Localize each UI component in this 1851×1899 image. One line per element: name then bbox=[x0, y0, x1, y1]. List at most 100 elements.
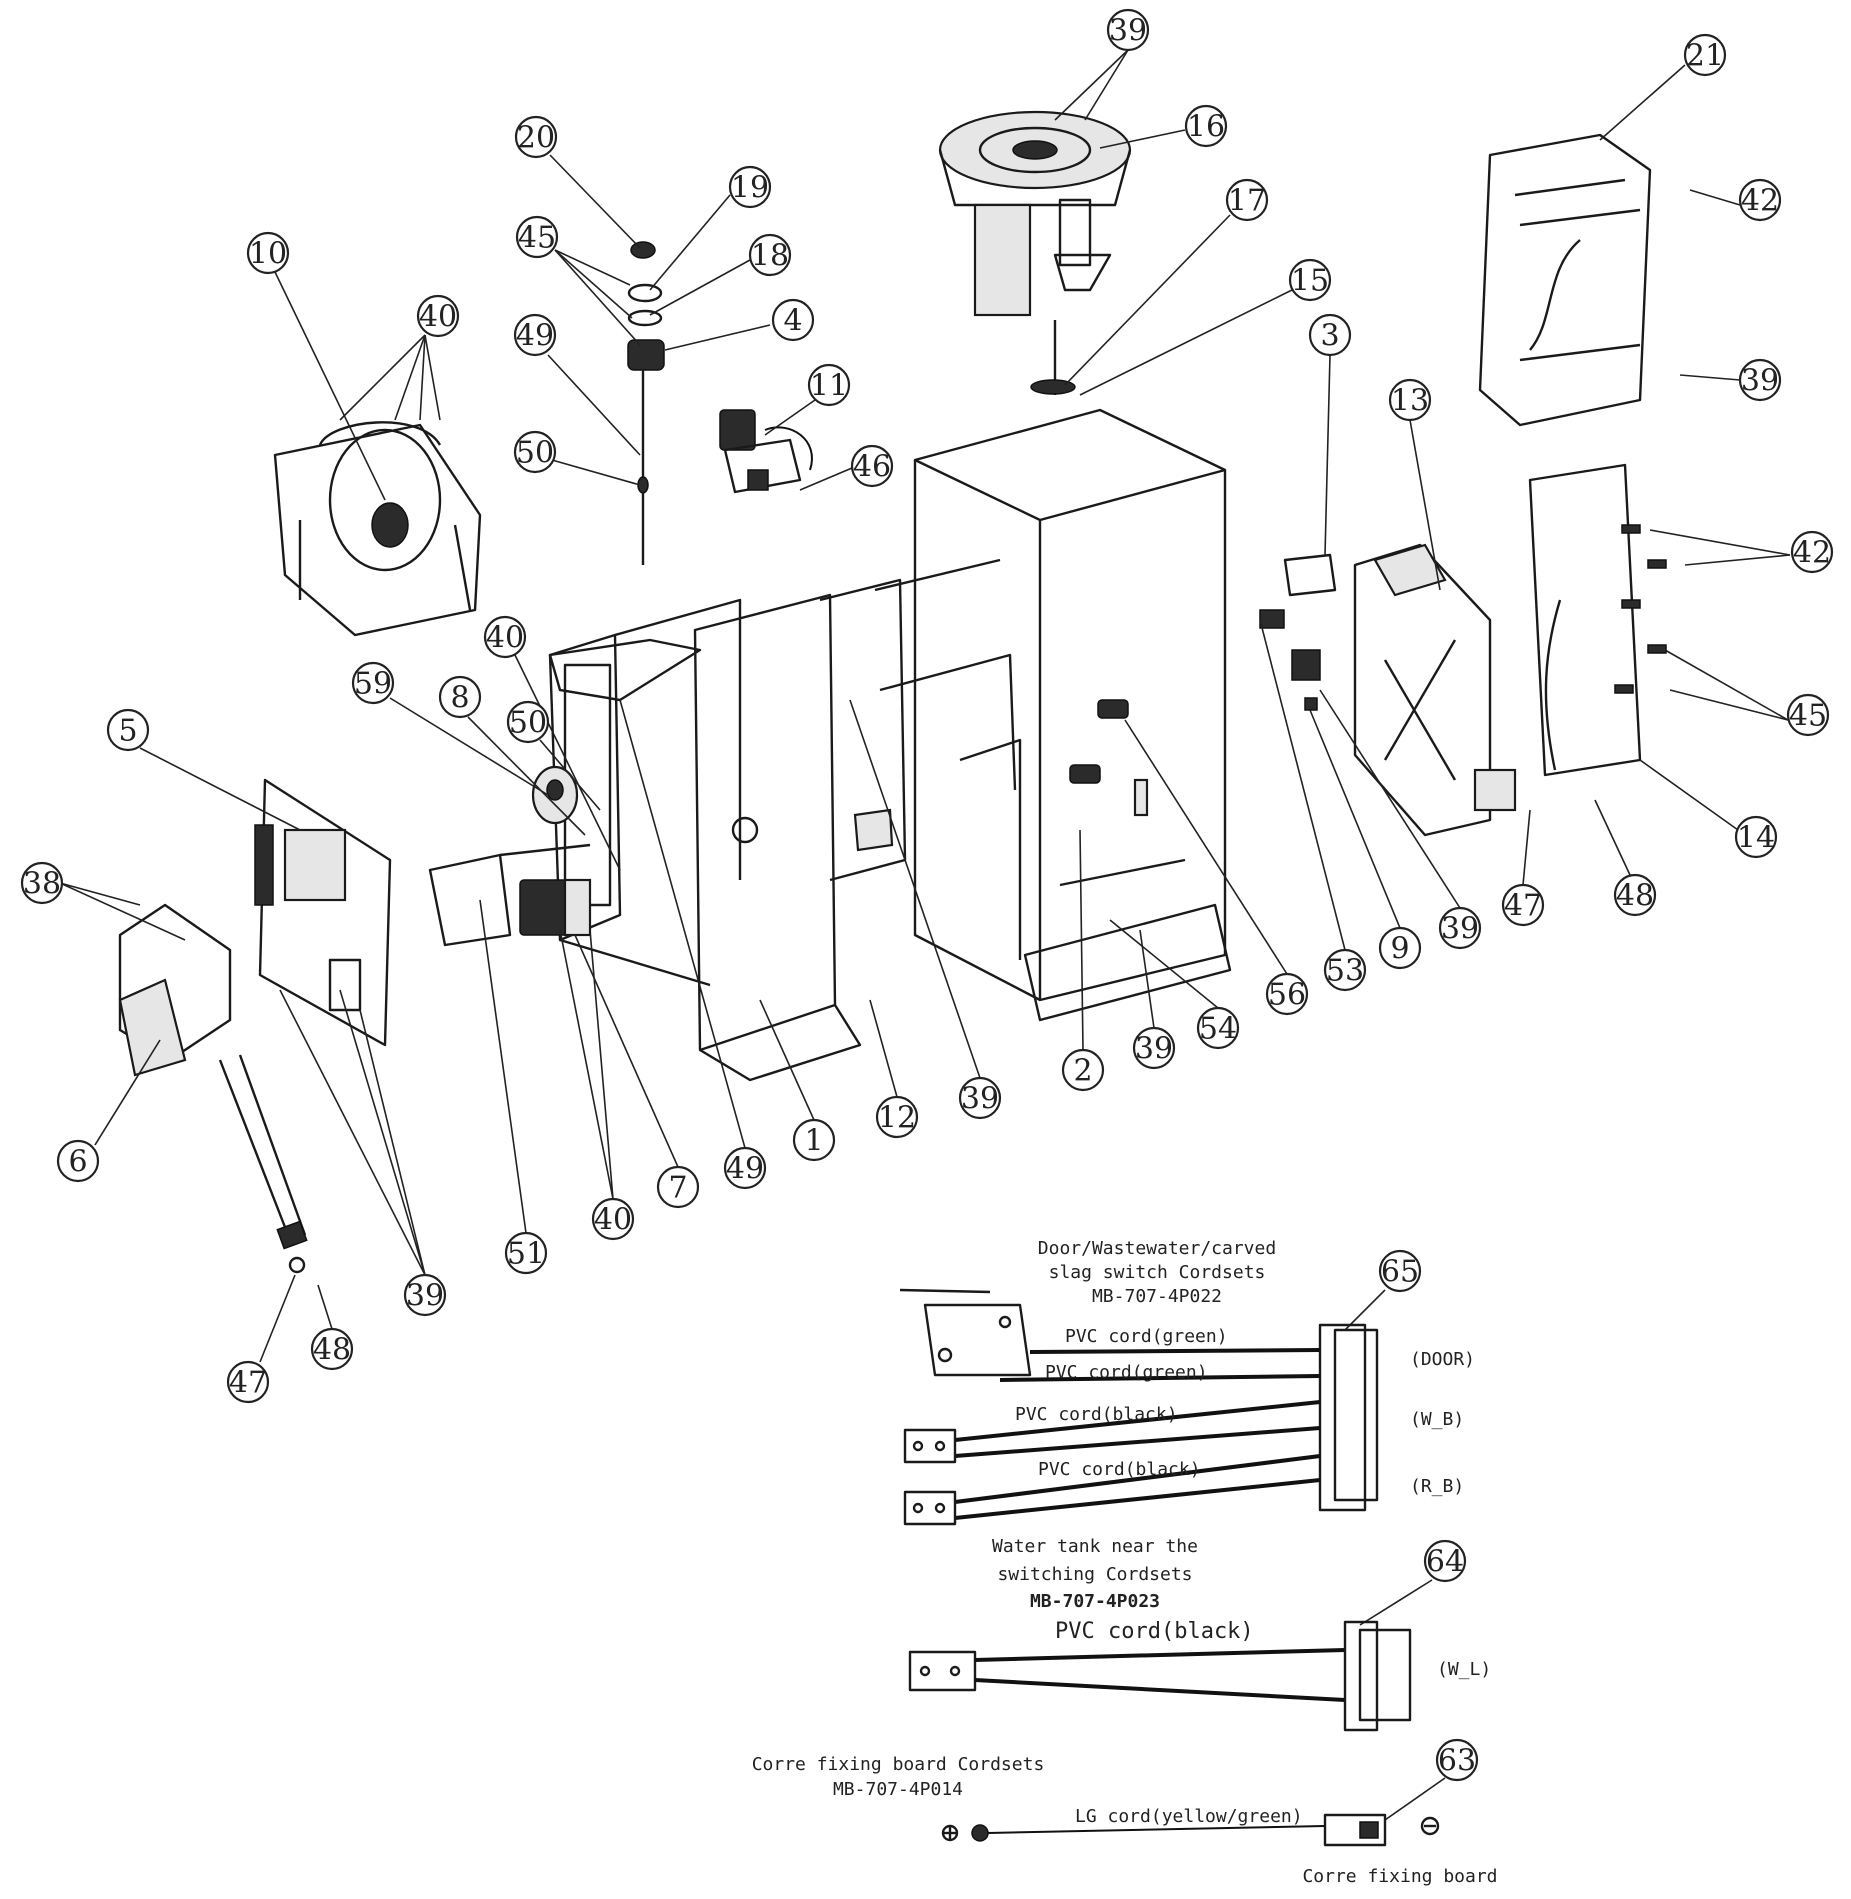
callout-13: 13 bbox=[1388, 378, 1432, 422]
callout-64: 64 bbox=[1423, 1539, 1467, 1583]
callout-number: 49 bbox=[516, 319, 554, 354]
callout-42: 42 bbox=[1738, 178, 1782, 222]
solenoid-valve-part bbox=[719, 409, 813, 494]
callout-11: 11 bbox=[807, 363, 851, 407]
callout-45: 45 bbox=[1786, 693, 1830, 737]
callout-number: 20 bbox=[517, 121, 555, 156]
callout-number: 39 bbox=[961, 1082, 999, 1117]
callout-6: 6 bbox=[56, 1139, 100, 1183]
callout-4: 4 bbox=[771, 298, 815, 342]
callout-number: 45 bbox=[1789, 699, 1827, 734]
micro-switch-part bbox=[1259, 553, 1337, 711]
callout-46: 46 bbox=[850, 444, 894, 488]
callout-number: 38 bbox=[23, 867, 61, 902]
callout-49: 49 bbox=[723, 1146, 767, 1190]
callout-number: 49 bbox=[726, 1152, 764, 1187]
callout-39: 39 bbox=[1738, 358, 1782, 402]
callout-number: 40 bbox=[486, 621, 524, 656]
callout-50: 50 bbox=[513, 430, 557, 474]
corre-title: Corre fixing board Cordsets bbox=[752, 1754, 1045, 1775]
valve-stack-part bbox=[627, 241, 665, 565]
callout-number: 9 bbox=[1390, 932, 1409, 967]
callout-number: 40 bbox=[419, 300, 457, 335]
cord-black-label-1: PVC cord(black) bbox=[1015, 1404, 1178, 1425]
tag-wb: (W_B) bbox=[1410, 1409, 1464, 1430]
callout-number: 42 bbox=[1741, 184, 1779, 219]
cordset-64: Water tank near the switching Cordsets M… bbox=[908, 1536, 1491, 1732]
lg-cord-label: LG cord(yellow/green) bbox=[1075, 1806, 1303, 1827]
tag-rb: (R_B) bbox=[1410, 1476, 1464, 1497]
callout-number: 13 bbox=[1391, 384, 1429, 419]
cord-green-label-2: PVC cord(green) bbox=[1045, 1362, 1208, 1383]
bracket-part bbox=[819, 578, 907, 882]
leader-lines bbox=[59, 49, 1791, 1821]
small-motor-part bbox=[531, 765, 579, 825]
pcb-board-part bbox=[254, 778, 392, 1047]
cord-green-label-1: PVC cord(green) bbox=[1065, 1326, 1228, 1347]
callout-number: 56 bbox=[1268, 978, 1306, 1013]
callout-number: 50 bbox=[516, 436, 554, 471]
callout-39: 39 bbox=[1438, 906, 1482, 950]
callout-number: 47 bbox=[229, 1366, 267, 1401]
callout-16: 16 bbox=[1184, 104, 1228, 148]
cordset-65: Door/Wastewater/carved slag switch Cords… bbox=[899, 1238, 1475, 1526]
control-box-part bbox=[1353, 543, 1517, 837]
callout-number: 46 bbox=[853, 450, 891, 485]
callout-number: 8 bbox=[450, 681, 469, 716]
pump-assembly-part bbox=[273, 421, 482, 637]
callout-65: 65 bbox=[1378, 1249, 1422, 1293]
callout-number: 45 bbox=[518, 221, 556, 256]
switch-title-line1: Door/Wastewater/carved bbox=[1038, 1238, 1276, 1259]
callout-14: 14 bbox=[1734, 815, 1778, 859]
callout-number: 4 bbox=[783, 304, 802, 339]
tag-wl: (W_L) bbox=[1437, 1659, 1491, 1680]
callout-number: 40 bbox=[594, 1203, 632, 1238]
callout-45: 45 bbox=[515, 215, 559, 259]
callout-3: 3 bbox=[1308, 313, 1352, 357]
callout-number: 53 bbox=[1326, 954, 1364, 989]
callout-7: 7 bbox=[656, 1165, 700, 1209]
callout-number: 2 bbox=[1073, 1054, 1092, 1089]
callout-number: 47 bbox=[1504, 889, 1542, 924]
callout-number: 63 bbox=[1438, 1744, 1476, 1779]
callout-53: 53 bbox=[1323, 948, 1367, 992]
base-plate-part bbox=[548, 638, 702, 702]
callout-number: 6 bbox=[68, 1145, 87, 1180]
callout-number: 39 bbox=[1441, 912, 1479, 947]
cord-black-label-2: PVC cord(black) bbox=[1038, 1459, 1201, 1480]
callout-1: 1 bbox=[792, 1118, 836, 1162]
bent-bracket-part bbox=[428, 843, 591, 947]
motor-part bbox=[118, 903, 308, 1274]
callout-39: 39 bbox=[1132, 1026, 1176, 1070]
callout-number: 10 bbox=[249, 237, 287, 272]
callout-number: 39 bbox=[1741, 364, 1779, 399]
callout-48: 48 bbox=[310, 1327, 354, 1371]
callout-number: 48 bbox=[313, 1333, 351, 1368]
callout-49: 49 bbox=[513, 313, 557, 357]
transformer-part bbox=[519, 878, 592, 937]
callout-19: 19 bbox=[728, 165, 772, 209]
brewing-unit-part bbox=[938, 110, 1132, 395]
callout-21: 21 bbox=[1683, 33, 1727, 77]
callout-number: 39 bbox=[406, 1279, 444, 1314]
corre-code: MB-707-4P014 bbox=[833, 1779, 963, 1800]
tank-title-line2: switching Cordsets bbox=[997, 1564, 1192, 1585]
callout-number: 14 bbox=[1737, 821, 1775, 856]
callout-number: 65 bbox=[1381, 1255, 1419, 1290]
callout-48: 48 bbox=[1613, 873, 1657, 917]
callout-20: 20 bbox=[514, 115, 558, 159]
callout-number: 21 bbox=[1686, 39, 1724, 74]
tank-title-line1: Water tank near the bbox=[992, 1536, 1198, 1557]
callout-number: 11 bbox=[810, 369, 848, 404]
callout-51: 51 bbox=[504, 1231, 548, 1275]
callout-number: 16 bbox=[1187, 110, 1225, 145]
callout-number: 42 bbox=[1793, 536, 1831, 571]
callout-39: 39 bbox=[958, 1076, 1002, 1120]
callout-59: 59 bbox=[351, 661, 395, 705]
callout-number: 64 bbox=[1426, 1545, 1464, 1580]
callout-number: 39 bbox=[1135, 1032, 1173, 1067]
callout-number: 18 bbox=[751, 239, 789, 274]
tag-door: (DOOR) bbox=[1410, 1349, 1475, 1370]
switch-title-line2: slag switch Cordsets bbox=[1049, 1262, 1266, 1283]
callout-54: 54 bbox=[1196, 1006, 1240, 1050]
